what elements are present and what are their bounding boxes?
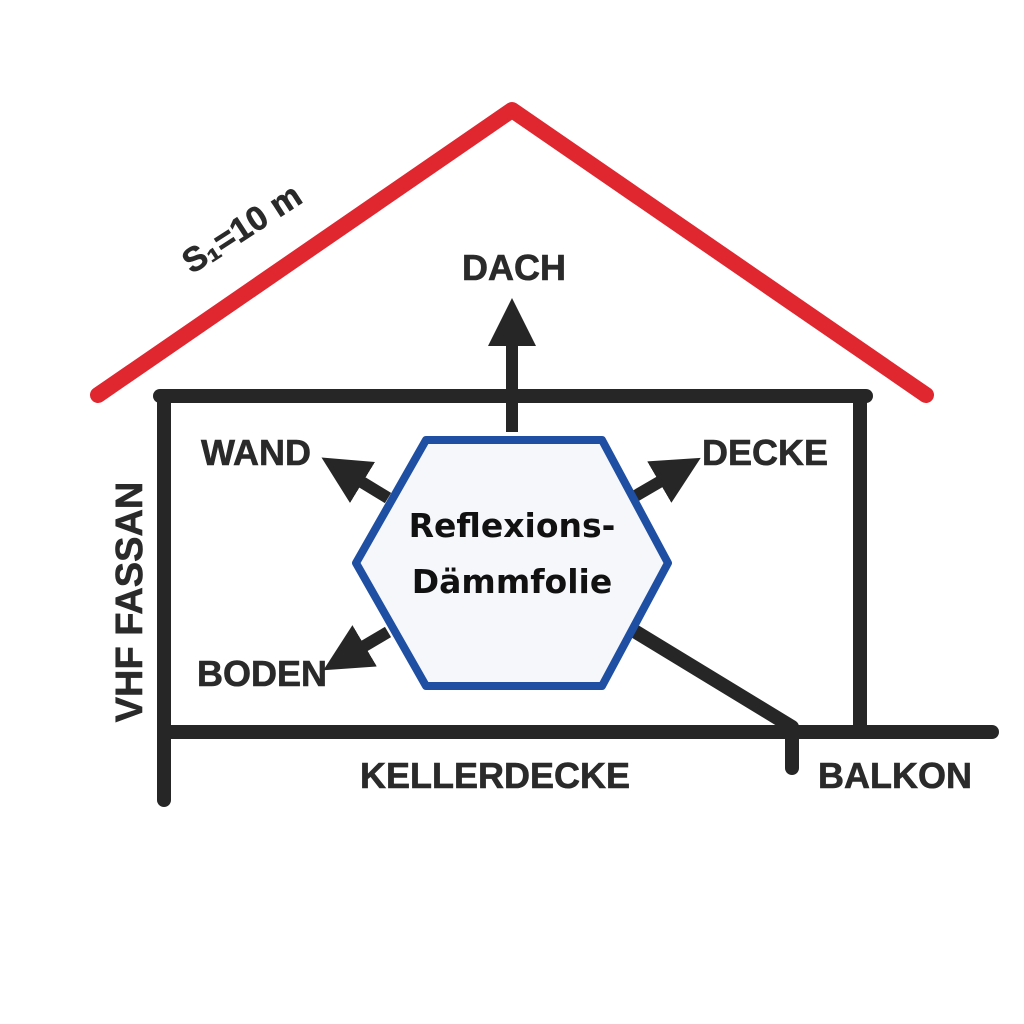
- label-decke: DECKE: [702, 432, 828, 473]
- reflective-foil-hexagon: [352, 436, 672, 690]
- center-label-line1: Reflexions-: [409, 506, 616, 545]
- center-label-line2: Dämmfolie: [412, 562, 612, 601]
- label-dach: DACH: [462, 247, 566, 288]
- arrow-wand: [321, 457, 392, 504]
- label-kellerdecke: KELLERDECKE: [360, 755, 630, 796]
- arrow-boden: [323, 625, 392, 671]
- label-balkon: BALKON: [818, 755, 972, 796]
- balcony-connector: [629, 625, 799, 734]
- label-wand: WAND: [201, 432, 311, 473]
- radiation-arrows: [321, 298, 701, 671]
- arrow-decke: [628, 457, 701, 504]
- label-fassade: VHF FASSAN: [109, 482, 151, 723]
- label-boden: BODEN: [197, 653, 327, 694]
- house-walls: [153, 389, 999, 807]
- roof-outline: [90, 102, 934, 403]
